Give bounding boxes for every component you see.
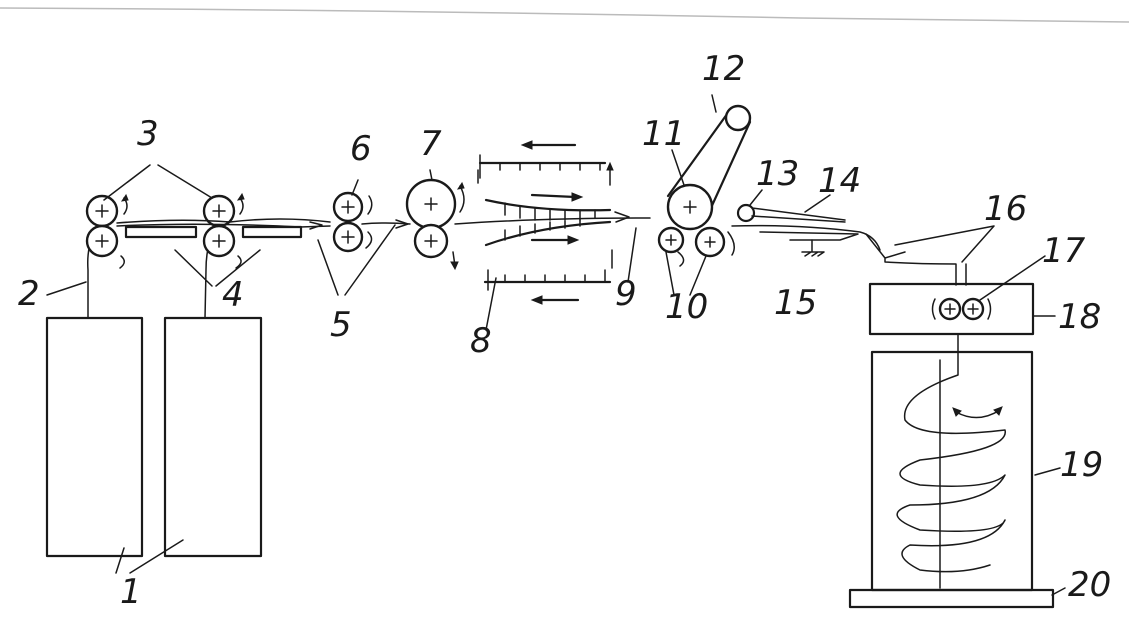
web-path bbox=[454, 217, 651, 225]
rotation-arrow bbox=[987, 298, 992, 320]
sliver-arrow bbox=[395, 219, 409, 229]
comb-upper-teeth bbox=[504, 202, 596, 221]
supply-can-right bbox=[163, 316, 263, 558]
label-18: 18 bbox=[1058, 297, 1101, 337]
sliver-path bbox=[116, 218, 331, 224]
arrow-head bbox=[120, 193, 129, 202]
label-7: 7 bbox=[420, 124, 442, 164]
guide-14-top bbox=[751, 207, 846, 221]
label-6: 6 bbox=[350, 129, 372, 169]
arrow-head bbox=[450, 261, 459, 271]
guide-14-bottom bbox=[751, 215, 846, 223]
label-3: 3 bbox=[137, 114, 159, 154]
roller-pair-6 bbox=[332, 191, 364, 253]
label-12: 12 bbox=[702, 49, 745, 89]
label-2: 2 bbox=[18, 274, 40, 314]
arrow-head bbox=[567, 235, 580, 245]
comb-lower-teeth bbox=[504, 219, 581, 241]
web-path bbox=[731, 224, 881, 251]
coiler-head-18 bbox=[868, 282, 1035, 336]
label-8: 8 bbox=[470, 321, 492, 361]
leader-lines bbox=[46, 94, 1066, 596]
label-13: 13 bbox=[756, 154, 799, 194]
guide-plate-right bbox=[241, 225, 303, 239]
rotation-arrow bbox=[955, 409, 1001, 419]
guide-plate-left bbox=[124, 225, 198, 239]
rotation-arrow bbox=[727, 231, 735, 256]
paper-edge bbox=[0, 7, 1129, 23]
label-19: 19 bbox=[1060, 445, 1103, 485]
arrow-head bbox=[456, 181, 465, 190]
coiled-sliver bbox=[896, 333, 1006, 573]
label-14: 14 bbox=[818, 161, 861, 201]
label-9: 9 bbox=[615, 274, 637, 314]
label-1: 1 bbox=[120, 572, 142, 612]
rotation-arrow bbox=[365, 231, 373, 249]
sliver-arrow bbox=[309, 221, 323, 230]
arrow-head bbox=[236, 192, 245, 201]
funnel-16 bbox=[865, 233, 957, 286]
belt-conveyor bbox=[666, 104, 752, 231]
label-15: 15 bbox=[774, 283, 817, 323]
motion-arrow bbox=[530, 193, 577, 199]
arrow-head bbox=[530, 295, 543, 305]
label-20: 20 bbox=[1068, 565, 1111, 605]
base-plate-20 bbox=[848, 588, 1055, 609]
coiler-can-19 bbox=[870, 350, 1034, 592]
apron-bottom-pins bbox=[487, 269, 606, 291]
label-10: 10 bbox=[665, 287, 708, 327]
label-4: 4 bbox=[222, 275, 244, 315]
rotation-arrow bbox=[459, 185, 465, 213]
rotation-arrow bbox=[367, 195, 373, 215]
label-11: 11 bbox=[642, 114, 685, 154]
label-5: 5 bbox=[330, 305, 352, 345]
rotation-arrow bbox=[931, 298, 936, 320]
support-15 bbox=[801, 239, 825, 257]
supply-can-left bbox=[45, 316, 144, 558]
apron-pins bbox=[479, 154, 601, 179]
rotation-arrow bbox=[239, 197, 244, 215]
arrow-heads bbox=[952, 406, 1003, 417]
label-17: 17 bbox=[1042, 231, 1086, 271]
roller-pair-7 bbox=[405, 178, 457, 259]
feed-roller-pair-right bbox=[202, 194, 236, 258]
rotation-arrow bbox=[119, 255, 125, 269]
feed-roller-pair-left bbox=[85, 194, 119, 258]
rotation-arrow bbox=[677, 251, 685, 267]
roller-pair-17 bbox=[938, 297, 985, 321]
rotation-arrow bbox=[235, 255, 242, 269]
arrow-head bbox=[520, 140, 533, 150]
comb-lower bbox=[484, 220, 612, 247]
label-16: 16 bbox=[984, 189, 1027, 229]
web-arrow bbox=[614, 211, 630, 223]
roller-pair-10 bbox=[657, 226, 726, 258]
arrow-head bbox=[571, 192, 584, 202]
sliver-path bbox=[361, 222, 411, 225]
tray-15 bbox=[759, 231, 859, 241]
sensor-ball-13 bbox=[736, 203, 756, 223]
sliver-path bbox=[116, 223, 331, 228]
arrow-head bbox=[606, 161, 614, 171]
